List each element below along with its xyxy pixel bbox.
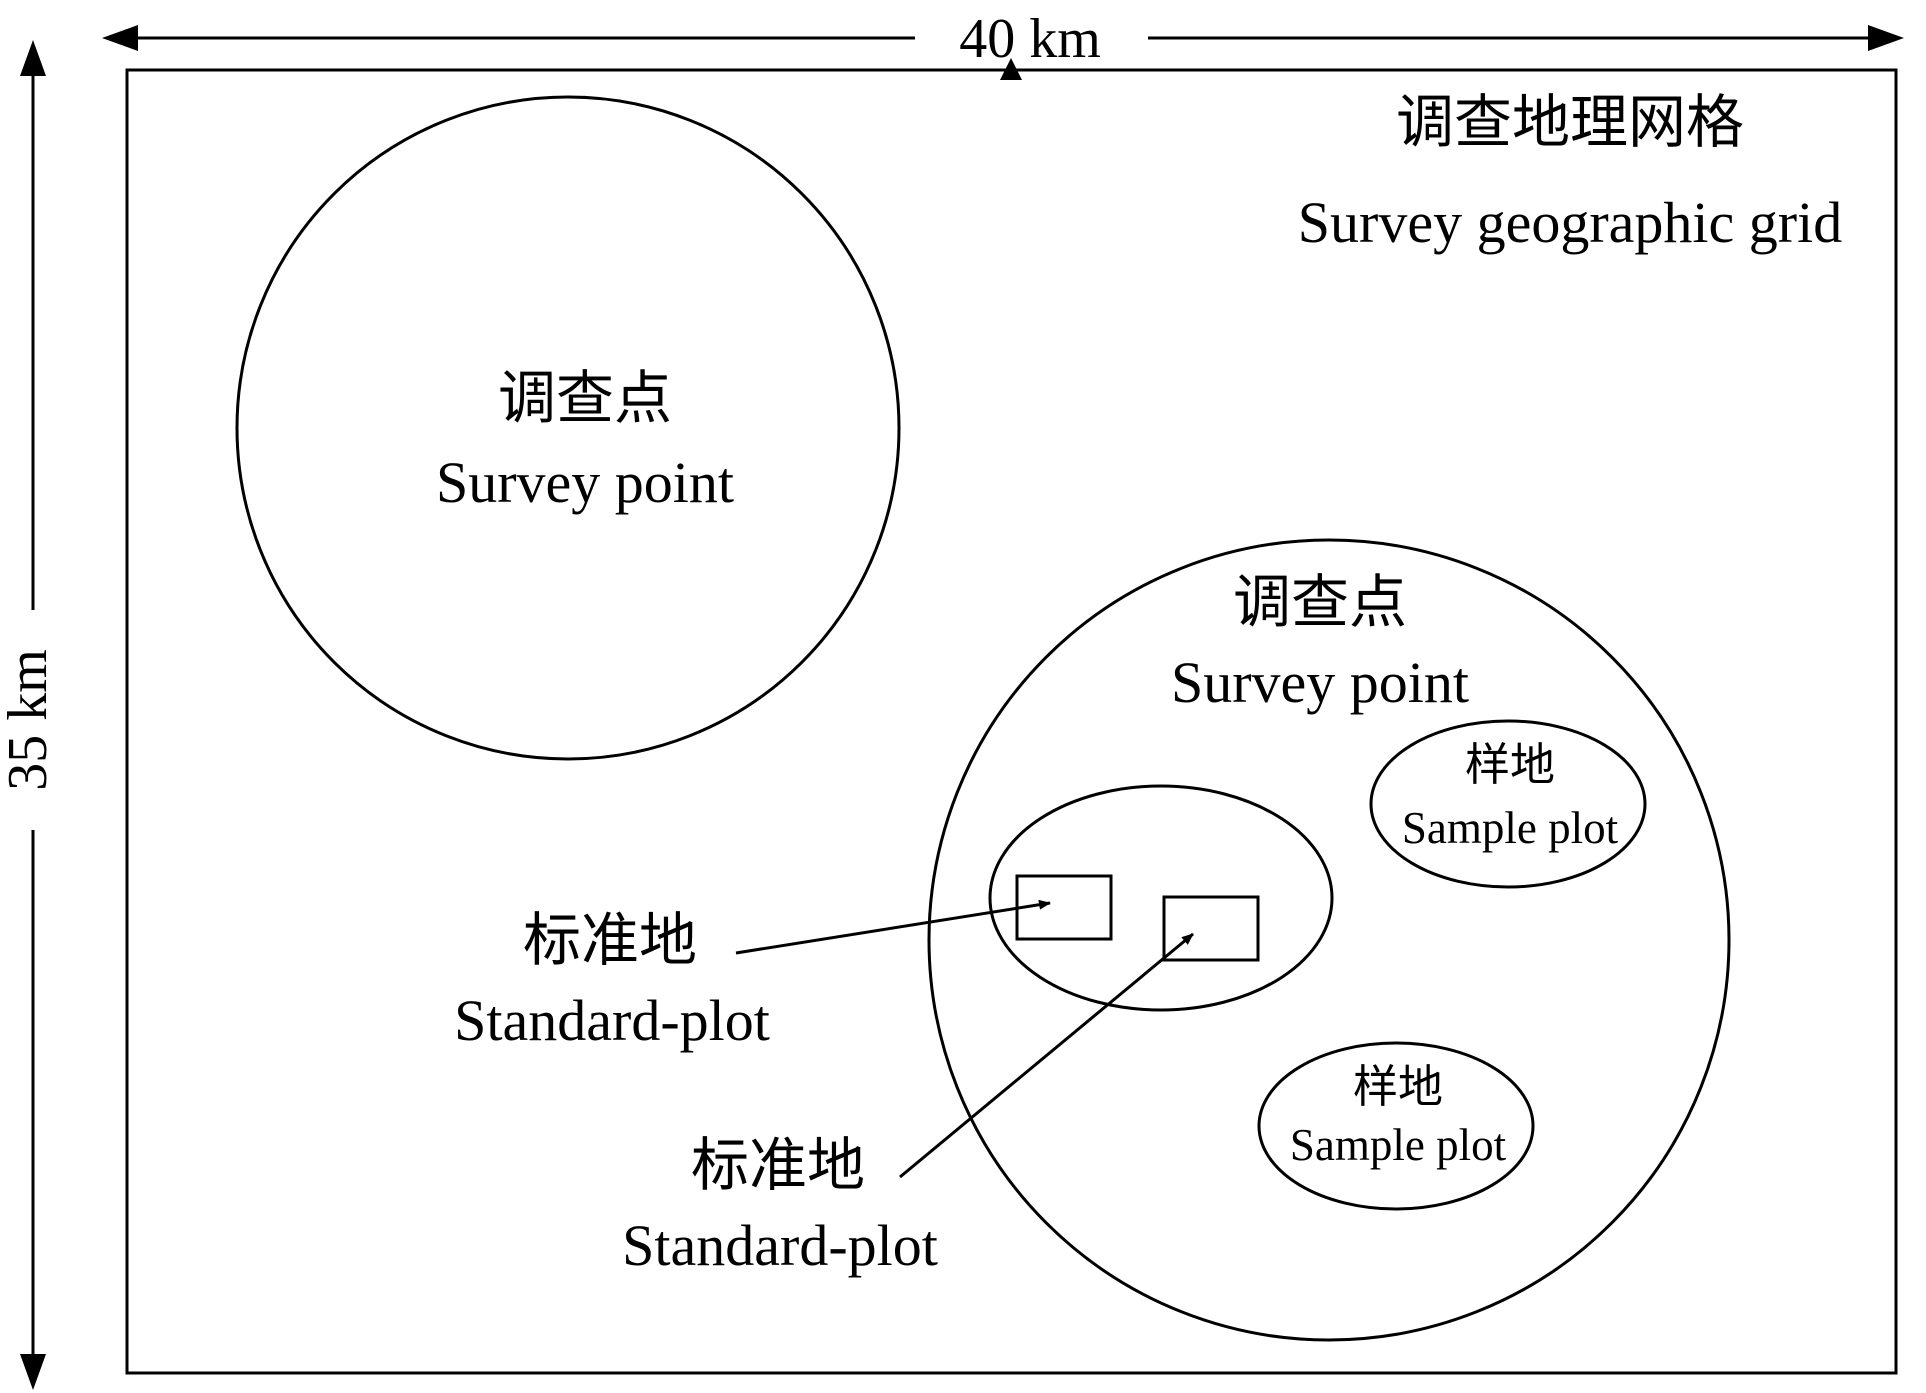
survey-point-2-circle: [927, 538, 1731, 1342]
sample-plot-1: 样地 Sample plot: [1369, 719, 1647, 889]
sample-plot-2-label-cn: 样地: [1353, 1062, 1443, 1112]
standard-plot-2-arrow: [899, 932, 1194, 1179]
grid-top-marker-icon: [1000, 58, 1022, 80]
survey-point-1-label-cn: 调查点: [498, 366, 672, 431]
survey-point-2-label-cn: 调查点: [1233, 570, 1407, 635]
height-arrow-bottom-head: [20, 1354, 46, 1390]
height-label: 35 km: [0, 649, 59, 791]
survey-point-1-circle: [235, 95, 901, 761]
sample-plot-2-label-en: Sample plot: [1290, 1120, 1507, 1170]
width-dimension: 40 km: [102, 8, 1904, 70]
standard-plot-2-rect: [1162, 895, 1260, 962]
grid-label-en: Survey geographic grid: [1298, 190, 1842, 255]
grid-label-cn: 调查地理网格: [1396, 90, 1744, 155]
standard-plot-group-ellipse: [988, 784, 1334, 1012]
survey-grid: 调查地理网格 Survey geographic grid: [125, 58, 1898, 1375]
width-label: 40 km: [959, 8, 1101, 70]
sample-plot-1-label-cn: 样地: [1465, 740, 1555, 790]
standard-plot-1-label-cn: 标准地: [523, 908, 697, 973]
survey-point-1-label-en: Survey point: [436, 450, 734, 515]
standard-plot-2-label-en: Standard-plot: [622, 1213, 938, 1278]
standard-plot-2-callout: 标准地 Standard-plot: [622, 932, 1194, 1278]
standard-plot-1-callout: 标准地 Standard-plot: [454, 899, 1051, 1053]
standard-plot-1-label-en: Standard-plot: [454, 988, 770, 1053]
standard-plot-group: [988, 784, 1334, 1012]
sample-plot-1-ellipse: [1369, 719, 1647, 889]
width-arrow-left-head: [102, 25, 138, 51]
survey-point-2: 调查点 Survey point 样地 Sample plot 样地 Sampl…: [927, 538, 1731, 1342]
height-arrow-top-head: [20, 40, 46, 76]
survey-point-2-label-en: Survey point: [1171, 650, 1469, 715]
sample-plot-1-label-en: Sample plot: [1402, 803, 1619, 853]
height-dimension: 35 km: [0, 40, 59, 1390]
sample-plot-2-ellipse: [1257, 1041, 1535, 1211]
survey-grid-border: [125, 68, 1898, 1375]
survey-point-1: 调查点 Survey point: [235, 95, 901, 761]
standard-plot-2-label-cn: 标准地: [691, 1133, 865, 1198]
sample-plot-2: 样地 Sample plot: [1257, 1041, 1535, 1211]
standard-plot-1-arrow: [735, 899, 1051, 955]
width-arrow-right-head: [1868, 25, 1904, 51]
